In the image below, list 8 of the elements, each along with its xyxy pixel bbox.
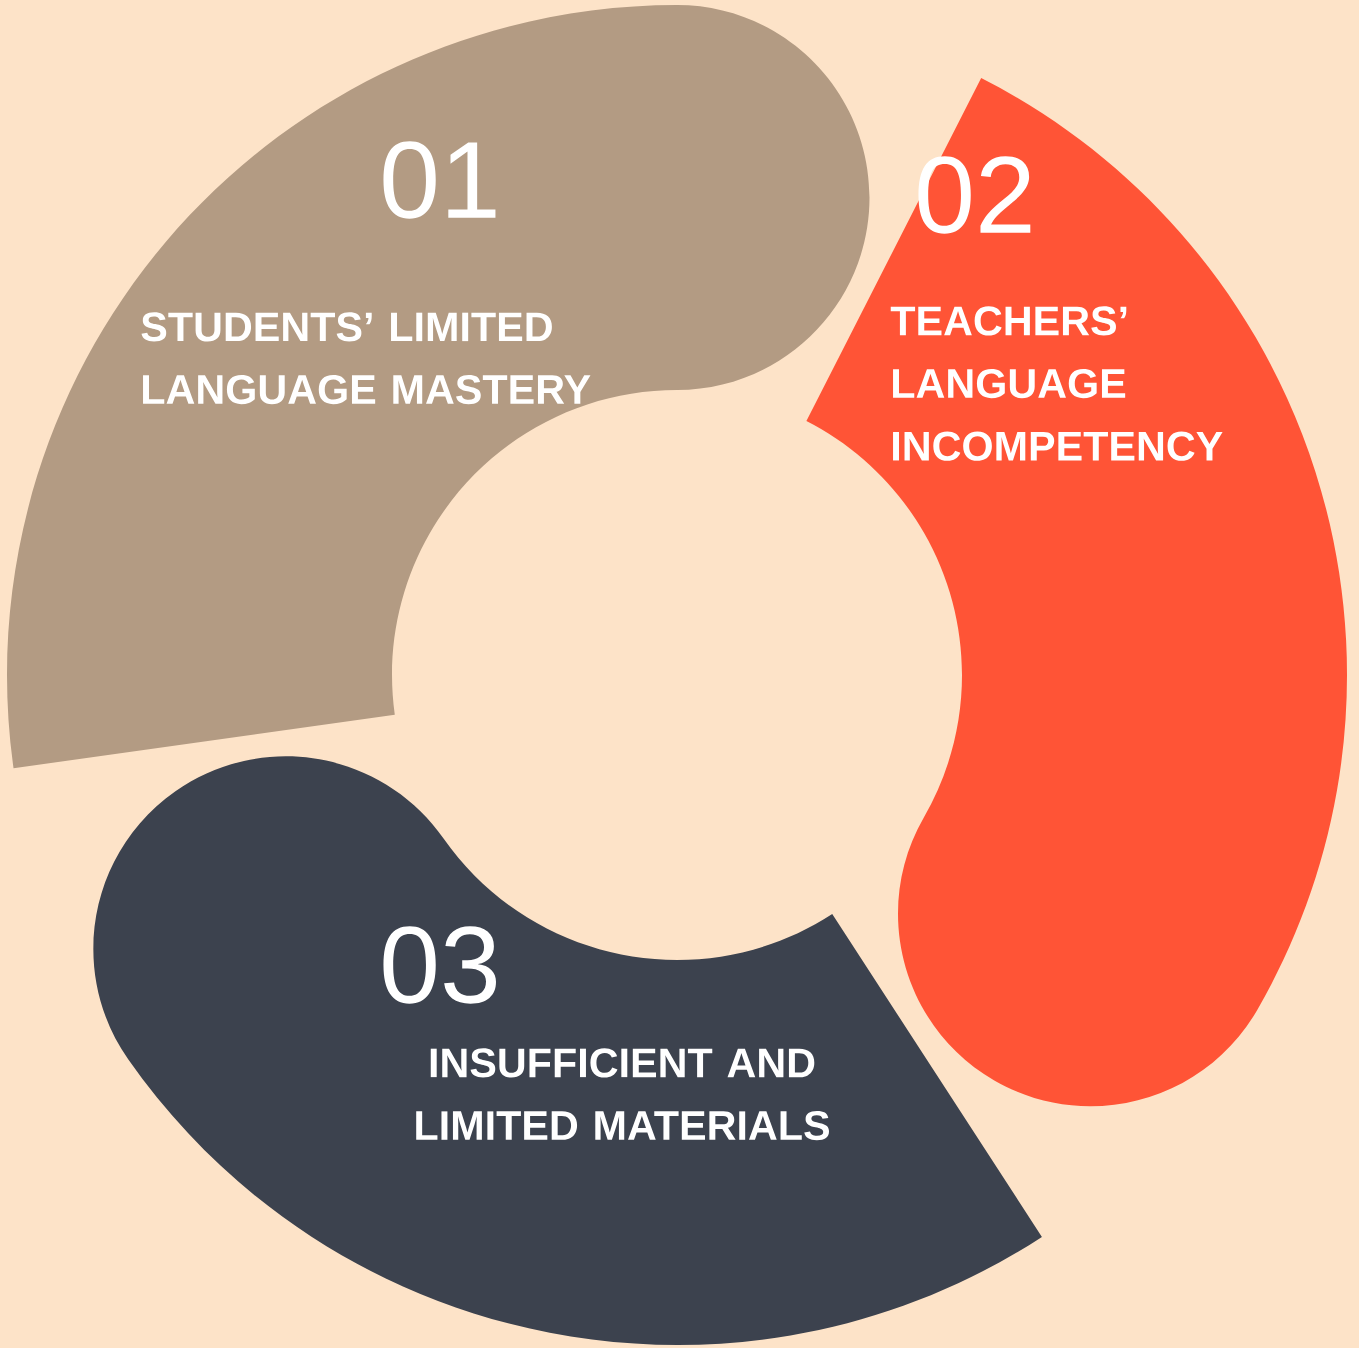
ring-segment [93,756,1042,1344]
step-number: 01 [383,141,496,219]
step-number: 02 [918,156,1031,234]
step-title: TEACHERS’ LANGUAGE INCOMPETENCY [890,306,1223,461]
step-title: STUDENTS’ LIMITED LANGUAGE MASTERY [141,312,591,405]
ring-segment [7,5,870,769]
step-title: INSUFFICIENT AND LIMITED MATERIALS [416,1048,829,1141]
step-number: 03 [383,926,496,1004]
